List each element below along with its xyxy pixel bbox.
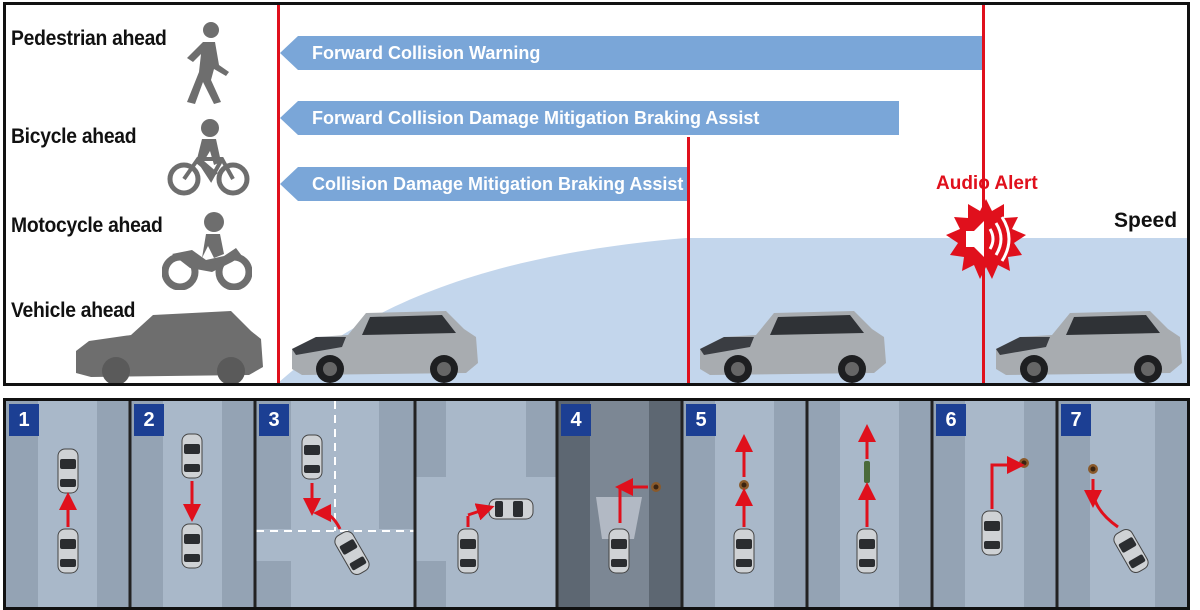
scenario-tile-1 xyxy=(6,401,129,607)
scenario-tile-4 xyxy=(558,401,681,607)
cdmba-bar: Collision Damage Mitigation Braking Assi… xyxy=(280,167,688,201)
motorcycle-label: Motocycle ahead xyxy=(11,214,163,237)
vehicle-silhouette xyxy=(76,311,263,383)
scenario-tile-3 xyxy=(256,401,414,607)
scenario-tile-5b xyxy=(808,401,931,607)
audio-alert-label: Audio Alert xyxy=(936,173,1038,194)
speed-axis-label: Speed xyxy=(1114,209,1178,232)
cdmba-limit-line xyxy=(687,137,690,383)
motorcycle-icon xyxy=(162,212,252,290)
scenario-diagrams xyxy=(6,401,1187,607)
forward-collision-warning-label: Forward Collision Warning xyxy=(312,43,541,63)
suv-image xyxy=(700,311,886,383)
scenario-badge-1: 1 xyxy=(9,404,39,436)
scenario-badge-5: 5 xyxy=(686,404,716,436)
vehicle-label: Vehicle ahead xyxy=(11,299,136,322)
scenario-badge-7: 7 xyxy=(1061,404,1091,436)
suv-image xyxy=(996,311,1182,383)
speed-range-chart: Pedestrian ahead Bicycle ahead Motocycle… xyxy=(3,2,1190,386)
fcdmba-bar: Forward Collision Damage Mitigation Brak… xyxy=(280,101,899,135)
scenario-tile-7 xyxy=(1058,401,1187,607)
forward-collision-warning-bar: Forward Collision Warning xyxy=(280,36,985,70)
scenario-badge-2: 2 xyxy=(134,404,164,436)
pedestrian-label: Pedestrian ahead xyxy=(11,27,167,50)
pedestrian-icon xyxy=(187,22,229,104)
fcw-limit-line xyxy=(982,5,985,383)
cdmba-label: Collision Damage Mitigation Braking Assi… xyxy=(312,174,684,194)
fcdmba-label: Forward Collision Damage Mitigation Brak… xyxy=(312,108,760,128)
scenario-badge-6: 6 xyxy=(936,404,966,436)
speed-area xyxy=(278,238,1187,383)
start-line xyxy=(277,5,280,383)
bicycle-icon xyxy=(167,119,250,196)
scenario-tile-3b xyxy=(416,401,556,607)
scenario-badge-3: 3 xyxy=(259,404,289,436)
bicycle-label: Bicycle ahead xyxy=(11,125,137,148)
scenario-strip: 1 2 3 4 5 6 7 xyxy=(3,398,1190,610)
speaker-alert-icon xyxy=(946,199,1026,279)
suv-image xyxy=(292,311,478,383)
scenario-badge-4: 4 xyxy=(561,404,591,436)
